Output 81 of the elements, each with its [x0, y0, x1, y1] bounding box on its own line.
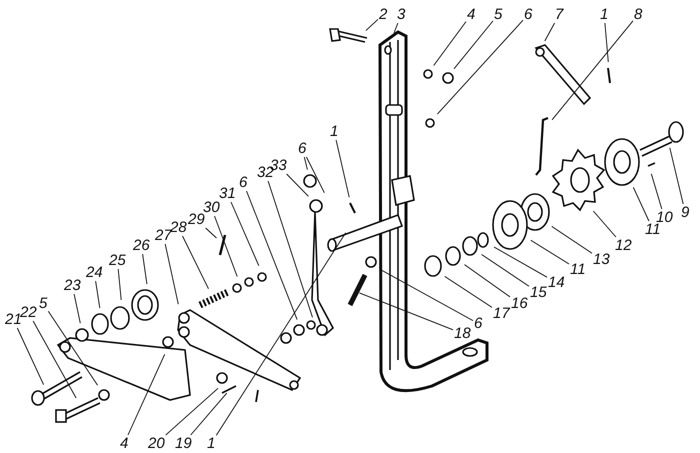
- leader-line: [552, 20, 634, 120]
- leader-line: [464, 264, 510, 298]
- callout-number: 13: [593, 252, 610, 267]
- leader-line: [286, 174, 309, 197]
- callout-number: 1: [207, 436, 216, 451]
- leader-line: [164, 244, 179, 305]
- callout-number: 15: [530, 285, 547, 300]
- callout-number: 9: [681, 205, 690, 220]
- callout-number: 2: [379, 7, 388, 22]
- leader-line: [436, 20, 524, 115]
- leader-line: [336, 140, 350, 198]
- callout-number: 11: [570, 262, 586, 277]
- callout-number: 10: [656, 210, 673, 225]
- callout-number: 3: [397, 7, 406, 22]
- callout-number: 4: [467, 7, 476, 22]
- callout-number: 1: [330, 124, 338, 139]
- leader-line: [246, 190, 298, 320]
- leader-line: [230, 202, 260, 266]
- leader-line: [142, 254, 148, 285]
- callout-number: 6: [298, 141, 306, 156]
- leader-line: [592, 210, 616, 238]
- leader-line: [433, 21, 466, 66]
- callout-number: 6: [474, 316, 482, 331]
- callout-number: 21: [5, 312, 22, 327]
- callout-number: 29: [188, 212, 205, 227]
- callout-number: 28: [170, 220, 187, 235]
- leader-line: [358, 292, 454, 330]
- leader-line: [205, 228, 217, 238]
- callout-number: 5: [39, 296, 48, 311]
- leader-line: [118, 268, 122, 300]
- callout-number: 24: [86, 265, 103, 280]
- callout-number: 18: [454, 326, 471, 341]
- callout-number: 26: [133, 238, 150, 253]
- leader-line: [494, 246, 548, 278]
- callout-number: 14: [548, 275, 565, 290]
- leader-line: [182, 236, 209, 290]
- callout-number: 12: [615, 238, 632, 253]
- leader-line: [444, 276, 492, 308]
- callout-number: 16: [511, 296, 528, 311]
- leader-line: [216, 232, 346, 436]
- leader-line: [454, 20, 494, 70]
- callout-number: 20: [148, 436, 165, 451]
- callout-number: 5: [494, 7, 502, 22]
- leader-line: [268, 180, 313, 318]
- leader-line: [16, 328, 44, 386]
- leader-line: [74, 294, 81, 324]
- leader-line: [650, 173, 662, 210]
- callout-number: 8: [634, 7, 642, 22]
- callout-number: 7: [555, 7, 564, 22]
- leader-line: [394, 22, 398, 34]
- leader-line: [48, 310, 98, 386]
- leader-line: [544, 22, 556, 42]
- callout-number: 27: [155, 228, 172, 243]
- leader-line: [128, 354, 166, 436]
- leader-line: [165, 388, 218, 436]
- callout-number: 6: [239, 175, 248, 190]
- leader-line: [304, 156, 308, 170]
- callout-number: 31: [219, 186, 236, 201]
- callout-number: 11: [645, 222, 661, 237]
- callout-number: 23: [64, 278, 81, 293]
- callout-number: 25: [109, 253, 126, 268]
- leader-line: [380, 269, 474, 322]
- callout-number: 17: [493, 306, 510, 321]
- callout-number: 30: [203, 200, 220, 215]
- leader-line: [604, 22, 609, 62]
- leader-line: [632, 186, 650, 222]
- leader-line: [190, 392, 228, 436]
- leader-line: [669, 147, 684, 204]
- callout-number: 1: [600, 7, 608, 22]
- callout-number: 22: [20, 305, 37, 320]
- callout-number: 19: [175, 436, 192, 451]
- leader-line: [214, 216, 238, 277]
- leader-line: [481, 254, 530, 287]
- leader-line: [32, 320, 77, 398]
- leader-line: [306, 156, 325, 194]
- leader-line: [95, 280, 100, 309]
- leader-line: [365, 18, 378, 32]
- callout-number: 4: [120, 436, 128, 451]
- leader-line: [530, 240, 570, 264]
- leader-line: [551, 226, 592, 254]
- callout-number: 6: [524, 7, 532, 22]
